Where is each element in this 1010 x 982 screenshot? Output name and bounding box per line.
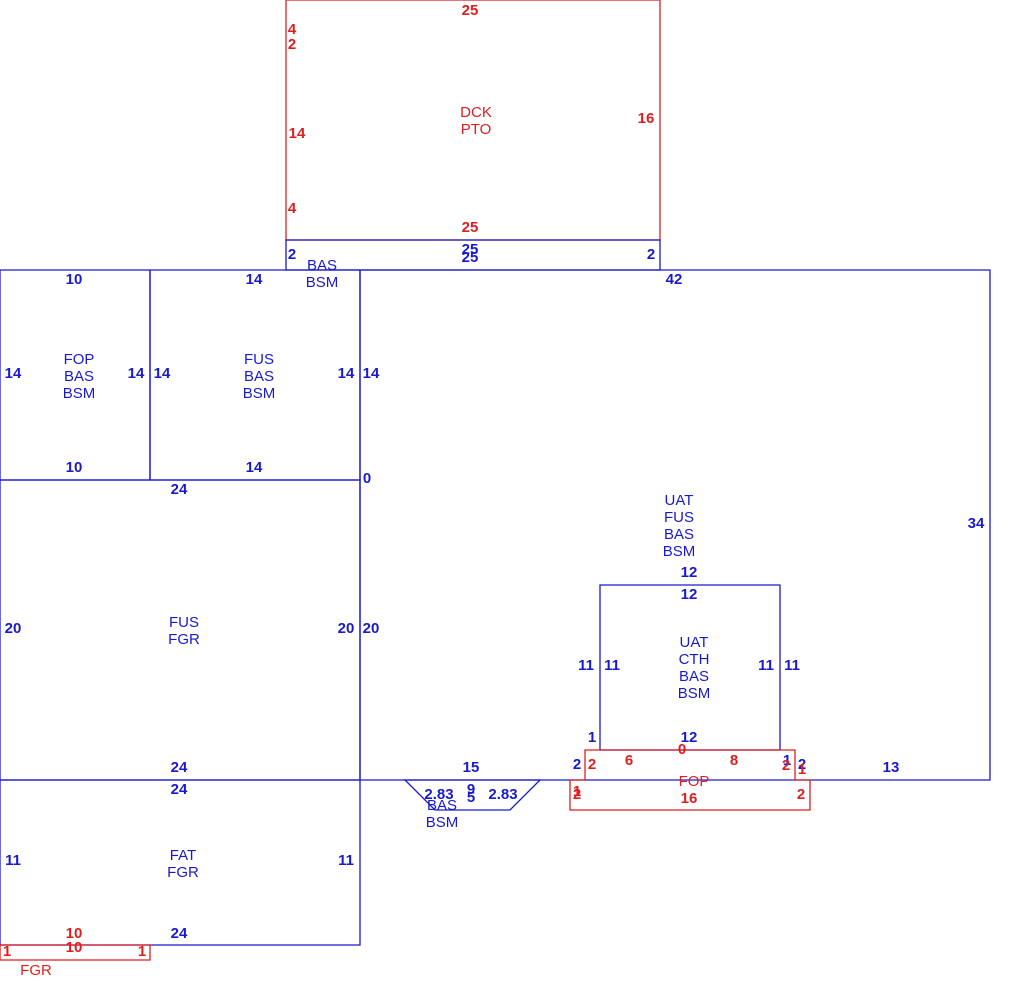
dimension-label: 14 <box>246 271 263 288</box>
dimension-label: 25 <box>462 249 479 266</box>
dimension-label: 14 <box>338 365 355 382</box>
dimension-label: 2 <box>288 36 296 53</box>
dimension-label: 10 <box>66 939 83 956</box>
dimension-label: 8 <box>730 752 738 769</box>
dimension-label: 25 <box>462 219 479 236</box>
outline-shapes <box>0 0 991 961</box>
dimension-label: 10 <box>66 271 83 288</box>
dimension-label: 2 <box>798 756 806 773</box>
dimension-label: 12 <box>681 586 698 603</box>
dimension-label: 14 <box>289 125 306 142</box>
dimension-label: 11 <box>5 852 21 869</box>
dimension-label: 42 <box>666 271 683 288</box>
dimension-label: 11 <box>338 852 354 869</box>
area-label-fgr-strip-line-1: FGR <box>20 962 52 979</box>
area-label-garage-fat-line-2: FGR <box>167 864 199 881</box>
fgr-strip-outline <box>0 944 151 961</box>
fop-bottom-outline <box>569 749 811 811</box>
dimension-label: 0 <box>363 470 371 487</box>
dimension-label: 34 <box>968 515 985 532</box>
area-label-garage-fus-line-1: FUS <box>169 614 199 631</box>
area-label-bas-strip-line-2: BSM <box>306 274 339 291</box>
area-label-deck-line-1: DCK <box>460 104 492 121</box>
area-label-fop-bottom-line-1: FOP <box>679 773 710 790</box>
dimension-label: 2 <box>782 757 790 774</box>
dimension-label: 4 <box>288 200 297 217</box>
area-label-bas-strip-line-1: BAS <box>307 257 337 274</box>
garage-fat-outline <box>0 779 361 946</box>
dimension-label: 1 <box>138 943 146 960</box>
area-label-fop-top-line-2: BAS <box>64 368 94 385</box>
area-label-cth-line-1: UAT <box>680 634 709 651</box>
area-label-fop-top-line-3: BSM <box>63 385 96 402</box>
bay-outline <box>403 779 542 811</box>
dimension-label: 5 <box>467 789 475 806</box>
dimension-label: 25 <box>462 2 479 19</box>
dimension-label: 1 <box>3 943 11 960</box>
dimension-label: 16 <box>681 790 698 807</box>
dimension-label: 25 <box>462 241 479 258</box>
area-label-main-line-1: UAT <box>665 492 694 509</box>
dimension-label: 9 <box>467 781 475 798</box>
area-label-cth-line-3: BAS <box>679 668 709 685</box>
dimension-label: 14 <box>363 365 380 382</box>
area-label-main-line-3: BAS <box>664 526 694 543</box>
dimension-label: 11 <box>604 657 620 674</box>
dimension-label: 10 <box>66 925 83 942</box>
area-label-deck-line-2: PTO <box>461 121 492 138</box>
dimension-label: 16 <box>638 110 655 127</box>
dimension-label: 6 <box>625 752 633 769</box>
dimension-label: 20 <box>338 620 355 637</box>
dimension-label: 1 <box>573 783 581 800</box>
dimension-label: 14 <box>246 459 263 476</box>
dimension-label: 2 <box>288 246 296 263</box>
dimension-label: 2 <box>588 756 596 773</box>
dimension-label: 1 <box>588 729 596 746</box>
dimension-label: 11 <box>578 657 594 674</box>
dimension-label: 24 <box>171 759 188 776</box>
area-label-fus-top-line-1: FUS <box>244 351 274 368</box>
area-label-bay-line-1: BAS <box>427 797 457 814</box>
dimension-label: 20 <box>5 620 22 637</box>
area-label-fus-top-line-2: BAS <box>244 368 274 385</box>
dimension-label: 12 <box>681 564 698 581</box>
dimension-label: 2 <box>647 246 655 263</box>
area-label-cth-line-4: BSM <box>678 685 711 702</box>
dimension-label: 14 <box>5 365 22 382</box>
dimension-label: 1 <box>783 752 791 769</box>
area-label-main-line-4: BSM <box>663 543 696 560</box>
dimension-label: 24 <box>171 925 188 942</box>
area-label-fop-top-line-1: FOP <box>64 351 95 368</box>
dimension-label: 1 <box>798 761 806 778</box>
dimension-label: 2 <box>573 756 581 773</box>
dimension-label: 4 <box>288 21 297 38</box>
area-label-main-line-2: FUS <box>664 509 694 526</box>
dimension-label: 11 <box>758 657 774 674</box>
dimension-label: 2.83 <box>488 786 517 803</box>
dimension-label: 24 <box>171 781 188 798</box>
area-label-garage-fus-line-2: FGR <box>168 631 200 648</box>
dimension-label: 2.83 <box>424 786 453 803</box>
dimension-label: 2 <box>573 786 581 803</box>
dimension-label: 11 <box>784 657 800 674</box>
area-label-bay-line-2: BSM <box>426 814 459 831</box>
dimension-label: 20 <box>363 620 380 637</box>
area-labels: DCKPTOBASBSMFOPBASBSMFUSBASBSMUATFUSBASB… <box>20 104 710 979</box>
area-label-cth-line-2: CTH <box>679 651 710 668</box>
dimension-label: 14 <box>128 365 145 382</box>
dimension-label: 12 <box>681 729 698 746</box>
area-label-garage-fat-line-1: FAT <box>170 847 196 864</box>
dimension-label: 24 <box>171 481 188 498</box>
area-label-fus-top-line-3: BSM <box>243 385 276 402</box>
dimension-label: 14 <box>154 365 171 382</box>
dimension-label: 10 <box>66 459 83 476</box>
dimension-label: 13 <box>883 759 900 776</box>
dimension-label: 15 <box>463 759 480 776</box>
dimension-label: 2 <box>797 786 805 803</box>
dimension-label: 0 <box>678 741 686 758</box>
